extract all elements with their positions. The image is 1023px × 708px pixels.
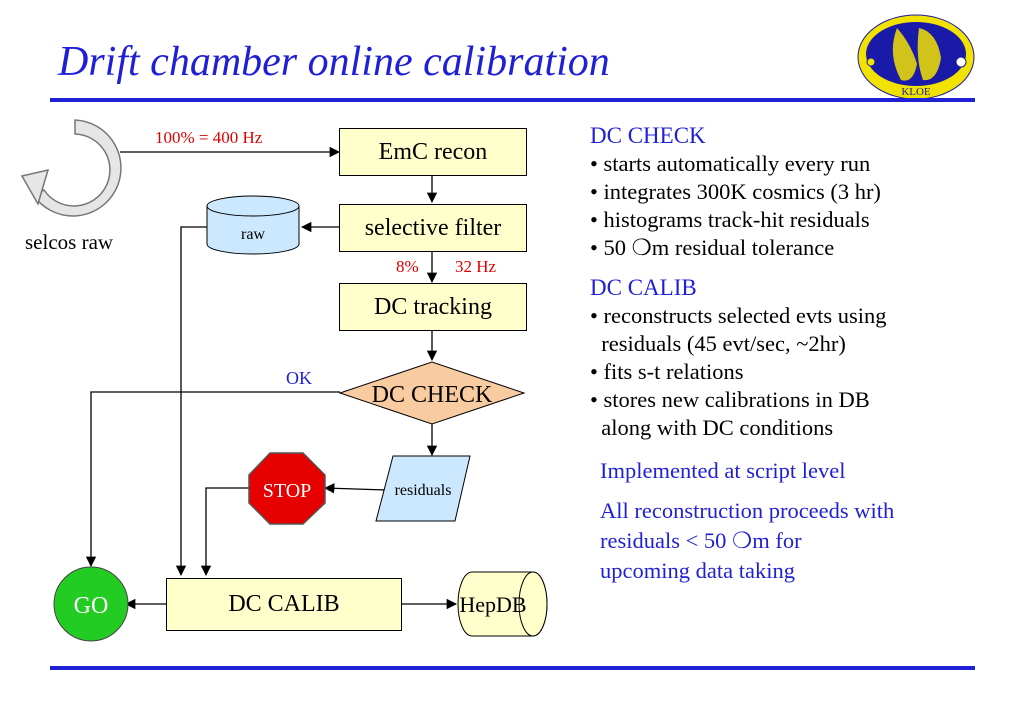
check-item: • starts automatically every run xyxy=(590,151,871,176)
check-ok-to-go-arrow xyxy=(85,391,340,568)
filter-hz-label: 32 Hz xyxy=(455,257,497,276)
stop-sign: STOP xyxy=(248,452,326,525)
note-script-level: Implemented at script level xyxy=(600,458,846,483)
logo-text: KLOE xyxy=(901,86,931,98)
check-item: • integrates 300K cosmics (3 hr) xyxy=(590,179,881,204)
filter-percent-label: 8% xyxy=(396,257,419,276)
raw-to-calib-arrow xyxy=(175,226,207,577)
raw-storage: raw xyxy=(206,195,300,255)
dc-calib-box: DC CALIB xyxy=(166,578,402,631)
residuals-label: residuals xyxy=(395,482,452,499)
bottom-rule xyxy=(50,666,975,670)
calib-item: residuals (45 evt/sec, ~2hr) xyxy=(590,331,846,356)
connectors xyxy=(85,146,458,610)
emc-recon-box: EmC recon xyxy=(339,128,527,176)
dc-check-decision: DC CHECK xyxy=(338,361,526,425)
hepdb-label: HepDB xyxy=(459,592,526,617)
kloe-logo: KLOE xyxy=(857,14,975,100)
ok-label: OK xyxy=(286,368,312,388)
residuals-to-stop-arrow xyxy=(323,483,388,494)
calib-heading: DC CALIB xyxy=(590,275,697,300)
calib-item: • stores new calibrations in DB xyxy=(590,387,870,412)
page-title: Drift chamber online calibration xyxy=(58,39,610,85)
input-rate-label: 100% = 400 Hz xyxy=(155,128,263,147)
calib-item: • fits s-t relations xyxy=(590,359,744,384)
raw-label: raw xyxy=(241,226,265,243)
dc-check-label: DC CHECK xyxy=(372,382,493,408)
note-line: All reconstruction proceeds with xyxy=(600,498,895,523)
check-item: • 50 ❍m residual tolerance xyxy=(590,235,835,260)
flow-diagram: raw DC CHECK residuals STOP GO HepDB xyxy=(20,119,548,642)
info-panel: DC CHECK • starts automatically every ru… xyxy=(590,122,985,586)
cycle-icon xyxy=(20,119,122,217)
stop-to-calib-arrow xyxy=(200,487,250,577)
check-item: • histograms track-hit residuals xyxy=(590,207,870,232)
note-line: upcoming data taking xyxy=(600,558,795,583)
calib-item: along with DC conditions xyxy=(590,415,834,440)
go-signal: GO xyxy=(53,566,129,642)
note-line: residuals < 50 ❍m for xyxy=(600,528,802,553)
selective-filter-box: selective filter xyxy=(339,204,527,252)
hepdb-storage: HepDB xyxy=(457,571,548,637)
go-label: GO xyxy=(74,593,109,619)
dc-tracking-box: DC tracking xyxy=(339,283,527,331)
stop-label: STOP xyxy=(263,480,312,502)
selcos-raw-label: selcos raw xyxy=(25,230,114,254)
check-heading: DC CHECK xyxy=(590,123,706,148)
calib-item: • reconstructs selected evts using xyxy=(590,303,887,328)
top-rule xyxy=(50,98,975,102)
residuals-data: residuals xyxy=(375,455,471,522)
